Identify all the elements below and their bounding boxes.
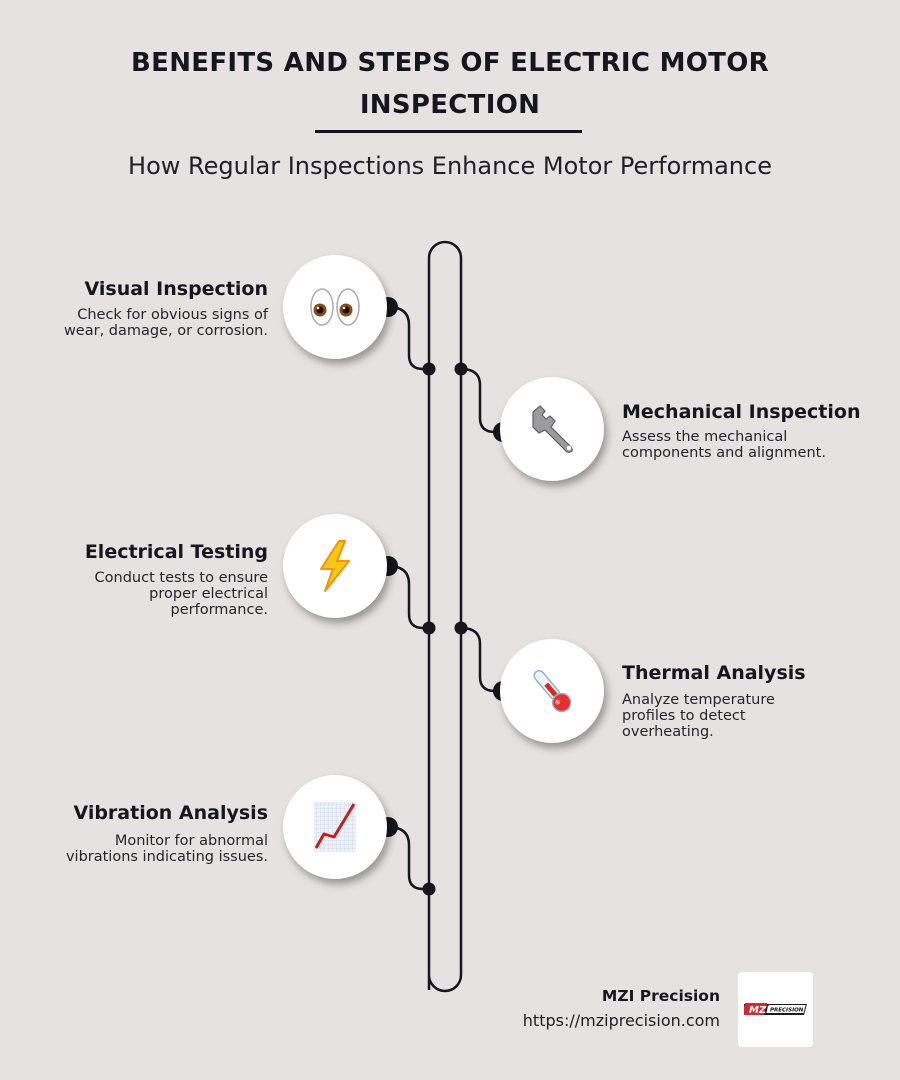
step-title: Thermal Analysis [622, 662, 806, 684]
thermometer-icon [533, 669, 572, 713]
step-title: Mechanical Inspection [622, 401, 861, 423]
page-subtitle: How Regular Inspections Enhance Motor Pe… [128, 152, 772, 180]
step-title: Visual Inspection [84, 278, 269, 300]
step-icon-circle [283, 775, 387, 879]
step-icon-circle [500, 377, 604, 481]
chart-increasing-icon [314, 802, 356, 852]
step-icon-circle [283, 255, 387, 359]
step-icon-circle [500, 639, 604, 743]
svg-text:PRECISION: PRECISION [770, 1007, 804, 1013]
step-title: Vibration Analysis [73, 802, 268, 824]
wrench-icon [532, 405, 573, 453]
lightning-icon [320, 540, 350, 592]
step-description: Check for obvious signs of wear, damage,… [63, 307, 268, 339]
brand-logo: MZI PRECISION [738, 972, 813, 1047]
step-title: Electrical Testing [84, 541, 268, 563]
title-underline [315, 130, 582, 133]
svg-text:MZI: MZI [749, 1005, 770, 1016]
step-description: Conduct tests to ensure proper electrica… [94, 570, 268, 618]
page-title: BENEFITS AND STEPS OF ELECTRIC MOTOR INS… [131, 48, 769, 120]
brand-name: MZI Precision [601, 987, 720, 1005]
brand-url-link[interactable]: https://mziprecision.com [522, 1011, 720, 1030]
eyes-icon [310, 288, 360, 326]
step-description: Assess the mechanical components and ali… [622, 429, 826, 461]
step-description: Monitor for abnormal vibrations indicati… [65, 833, 268, 865]
step-description: Analyze temperature profiles to detect o… [622, 692, 775, 740]
step-icon-circle [283, 514, 387, 618]
mzi-logo-icon: MZI PRECISION [743, 1002, 807, 1016]
